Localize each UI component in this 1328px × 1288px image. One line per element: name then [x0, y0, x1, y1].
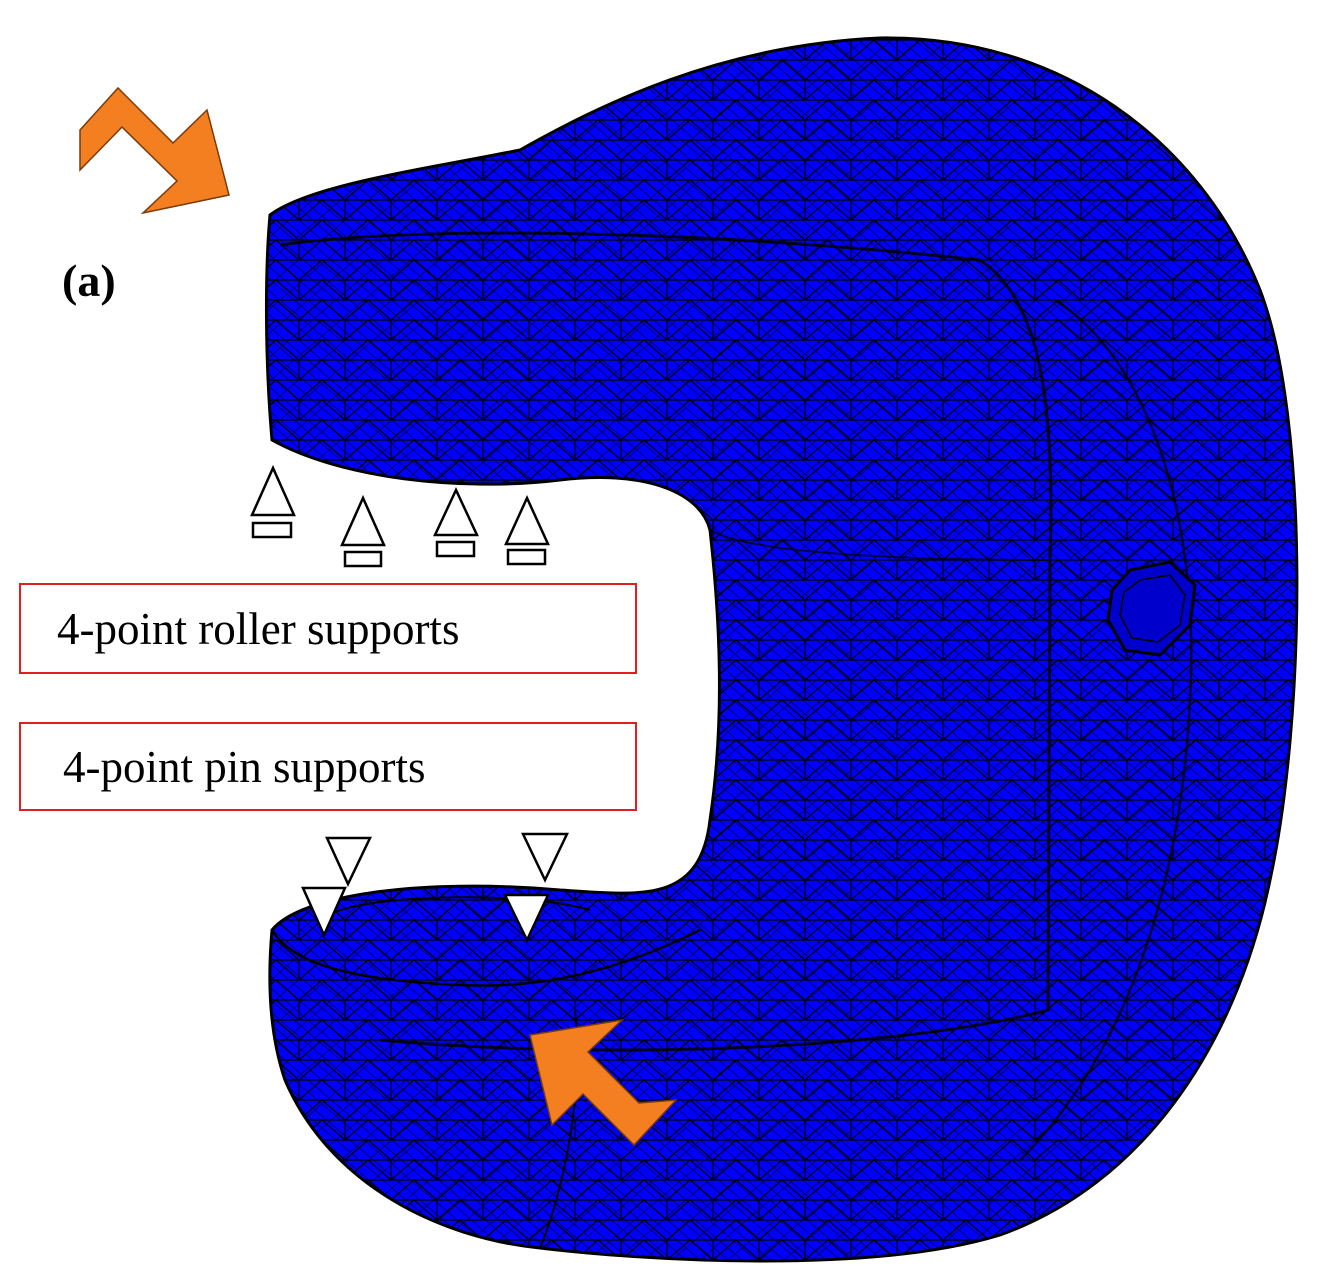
pin-support-icon: [521, 832, 569, 883]
pin-supports-callout: 4-point pin supports: [19, 722, 637, 811]
pin-supports-label: 4-point pin supports: [63, 741, 426, 792]
load-arrows: [79, 86, 678, 1147]
pin-supports: [301, 832, 569, 943]
roller-supports-callout: 4-point roller supports: [19, 583, 637, 674]
pin-support-icon: [502, 893, 550, 943]
panel-label: (a): [62, 255, 116, 306]
load-arrow-top-icon: [79, 86, 230, 215]
load-arrow-bottom-icon: [529, 1018, 678, 1147]
roller-support-icon: [433, 487, 479, 558]
roller-support-icon: [250, 464, 296, 539]
pin-support-icon: [325, 836, 372, 887]
pin-support-icon: [301, 886, 347, 939]
c-frame-mesh: [264, 36, 1299, 1263]
roller-support-icon: [504, 494, 550, 566]
roller-supports: [250, 464, 550, 568]
roller-supports-label: 4-point roller supports: [57, 603, 460, 654]
roller-support-icon: [340, 494, 386, 568]
